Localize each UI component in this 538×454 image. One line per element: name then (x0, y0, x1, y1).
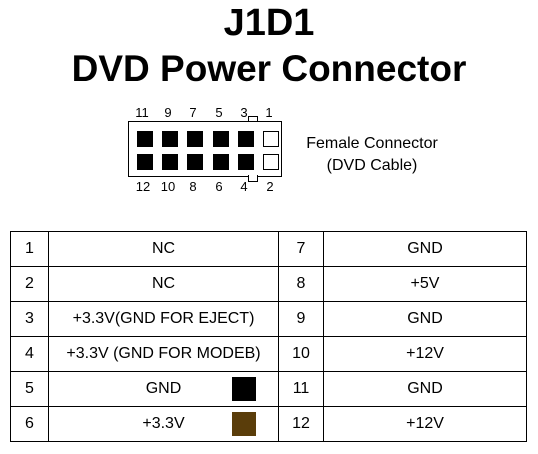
pin-1 (263, 131, 279, 147)
pin-number-cell: 6 (10, 406, 49, 442)
wire-color-swatch-brown (232, 412, 256, 436)
connector-notch-top (248, 116, 258, 123)
pin-number-1: 1 (265, 105, 273, 120)
pin-11 (137, 131, 153, 147)
pin-number-cell: 4 (10, 336, 49, 372)
connector-label-line1: Female Connector (306, 135, 438, 152)
pin-8 (187, 154, 203, 170)
wire-color-swatch-black (232, 377, 256, 401)
pin-number-8: 8 (189, 179, 197, 194)
pin-3 (238, 131, 254, 147)
pin-number-cell: 12 (278, 406, 324, 442)
pin-number-cell: 5 (10, 371, 49, 407)
pin-5 (213, 131, 229, 147)
pin-number-cell: 8 (278, 266, 324, 302)
signal-cell: +3.3V (GND FOR MODEB) (48, 336, 279, 372)
signal-cell: +12V (323, 406, 527, 442)
table-row: 6 +3.3V 12 +12V (10, 406, 527, 442)
pin-9 (162, 131, 178, 147)
pinout-table: 1 NC 7 GND 2 NC 8 +5V 3 +3.3V(GND FOR EJ… (10, 231, 527, 442)
signal-text: GND (145, 380, 182, 397)
pin-number-3: 3 (240, 105, 248, 120)
signal-cell: +3.3V(GND FOR EJECT) (48, 301, 279, 337)
pin-6 (213, 154, 229, 170)
signal-cell: +3.3V (48, 406, 279, 442)
pin-2 (263, 154, 279, 170)
pin-number-cell: 10 (278, 336, 324, 372)
pin-number-cell: 9 (278, 301, 324, 337)
table-row: 3 +3.3V(GND FOR EJECT) 9 GND (10, 301, 527, 337)
pin-number-2: 2 (266, 179, 274, 194)
connector-label-line2: (DVD Cable) (326, 157, 418, 174)
pin-number-12: 12 (135, 179, 151, 194)
pin-number-cell: 1 (10, 231, 49, 267)
signal-cell: GND (48, 371, 279, 407)
diagram-title: J1D1 (223, 2, 315, 44)
diagram-subtitle: DVD Power Connector (71, 48, 467, 89)
pin-number-7: 7 (189, 105, 197, 120)
signal-cell: GND (323, 301, 527, 337)
table-row: 2 NC 8 +5V (10, 266, 527, 302)
signal-cell: GND (323, 371, 527, 407)
signal-cell: +5V (323, 266, 527, 302)
pin-number-5: 5 (215, 105, 223, 120)
signal-cell: NC (48, 231, 279, 267)
pin-4 (238, 154, 254, 170)
pin-10 (162, 154, 178, 170)
table-row: 5 GND 11 GND (10, 371, 527, 407)
pin-number-9: 9 (164, 105, 172, 120)
pin-number-cell: 11 (278, 371, 324, 407)
pin-number-4: 4 (240, 179, 248, 194)
pin-number-cell: 7 (278, 231, 324, 267)
signal-cell: GND (323, 231, 527, 267)
pin-number-cell: 3 (10, 301, 49, 337)
pin-number-cell: 2 (10, 266, 49, 302)
pin-12 (137, 154, 153, 170)
pin-number-6: 6 (215, 179, 223, 194)
signal-cell: +12V (323, 336, 527, 372)
signal-text: +3.3V (142, 415, 185, 432)
pin-number-11: 11 (135, 105, 149, 120)
table-row: 1 NC 7 GND (10, 231, 527, 267)
pin-number-10: 10 (160, 179, 176, 194)
signal-cell: NC (48, 266, 279, 302)
table-row: 4 +3.3V (GND FOR MODEB) 10 +12V (10, 336, 527, 372)
pin-7 (187, 131, 203, 147)
connector-notch-bottom (248, 175, 258, 182)
connector-body (128, 121, 282, 177)
